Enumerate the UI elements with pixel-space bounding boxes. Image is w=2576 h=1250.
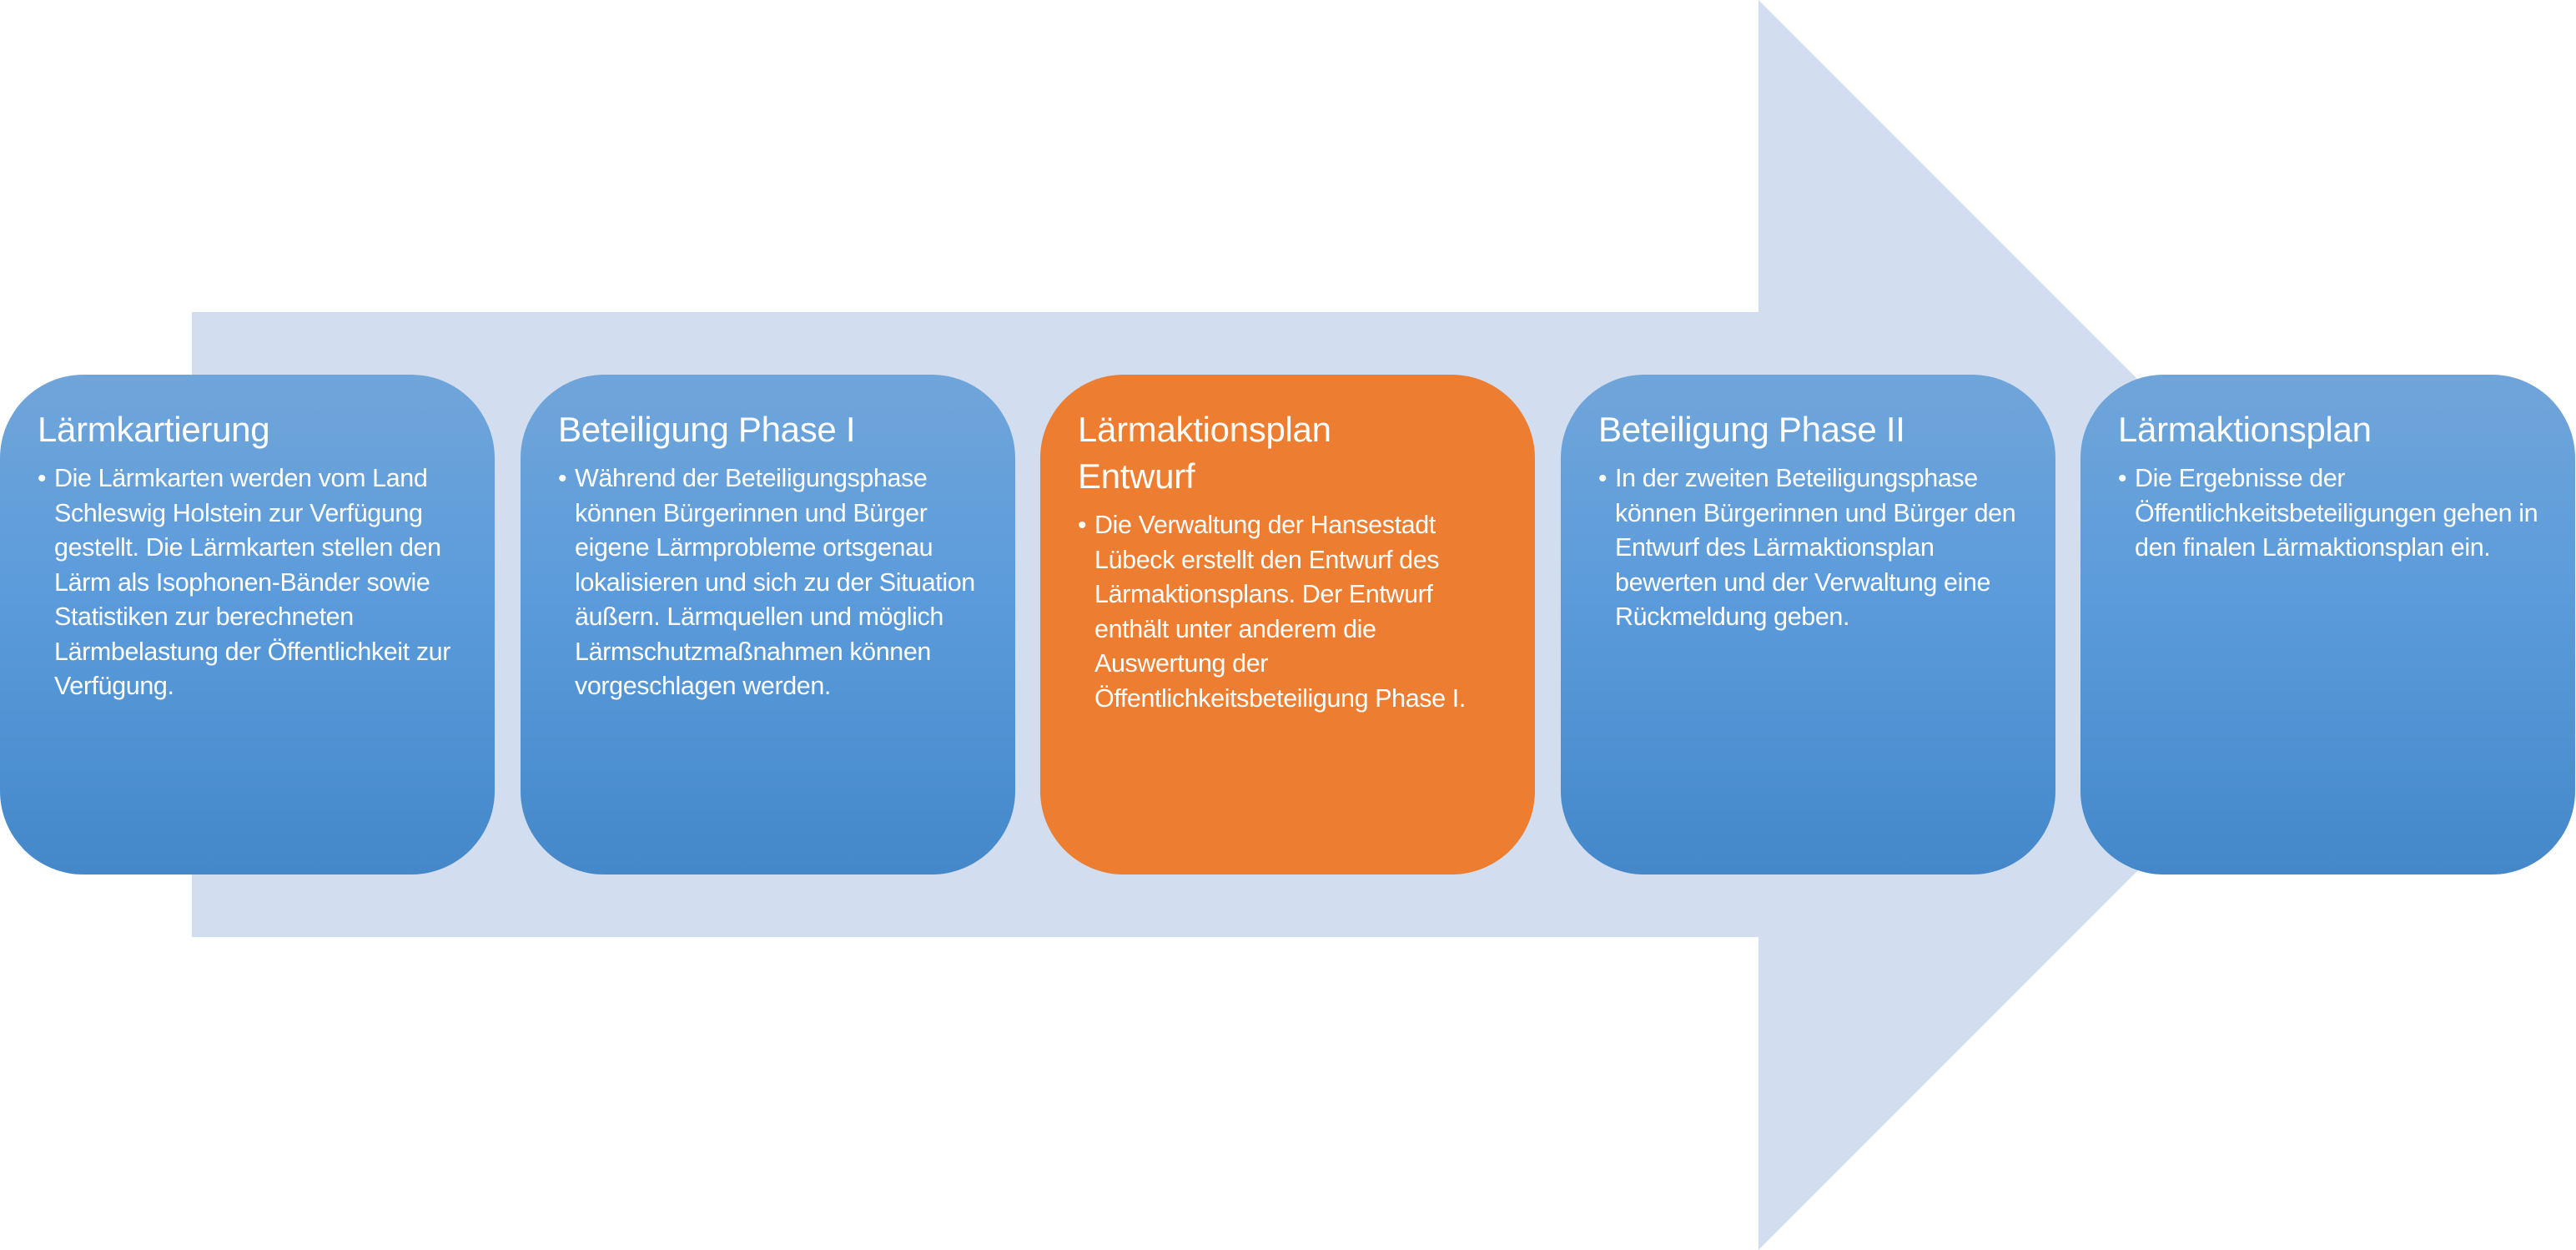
step-text: Die Verwaltung der Hansestadt Lübeck ers… (1094, 511, 1466, 713)
step-beteiligung-phase-2: Beteiligung Phase II • In der zweiten Be… (1561, 375, 2055, 874)
step-description: • Die Verwaltung der Hansestadt Lübeck e… (1078, 508, 1510, 716)
bullet-icon: • (38, 465, 47, 492)
bullet-icon: • (1078, 512, 1087, 539)
step-title: Lärmkartierung (38, 410, 270, 449)
step-title: Lärmaktionsplan (2118, 410, 2372, 449)
step-title: Beteiligung Phase I (558, 410, 856, 449)
step-description: • Während der Beteiligungsphase können B… (558, 461, 990, 704)
step-laermkartierung: Lärmkartierung • Die Lärmkarten werden v… (0, 375, 495, 874)
step-title: Lärmaktionsplan Entwurf (1078, 410, 1331, 496)
step-text: In der zweiten Beteiligungsphase können … (1615, 464, 2016, 631)
step-title: Beteiligung Phase II (1598, 410, 1905, 449)
step-beteiligung-phase-1: Beteiligung Phase I • Während der Beteil… (521, 375, 1015, 874)
step-description: • Die Lärmkarten werden vom Land Schlesw… (38, 461, 470, 704)
step-text: Die Lärmkarten werden vom Land Schleswig… (54, 464, 450, 700)
step-description: • Die Ergebnisse der Öffentlichkeitsbete… (2118, 461, 2550, 566)
step-text: Die Ergebnisse der Öffentlichkeitsbeteil… (2135, 464, 2538, 562)
bullet-icon: • (1598, 465, 1607, 492)
step-description: • In der zweiten Beteiligungsphase könne… (1598, 461, 2030, 635)
bullet-icon: • (558, 465, 567, 492)
step-text: Während der Beteiligungsphase können Bür… (575, 464, 975, 700)
step-laermaktionsplan: Lärmaktionsplan • Die Ergebnisse der Öff… (2080, 375, 2575, 874)
bullet-icon: • (2118, 465, 2127, 492)
step-laermaktionsplan-entwurf: Lärmaktionsplan Entwurf • Die Verwaltung… (1040, 375, 1535, 874)
